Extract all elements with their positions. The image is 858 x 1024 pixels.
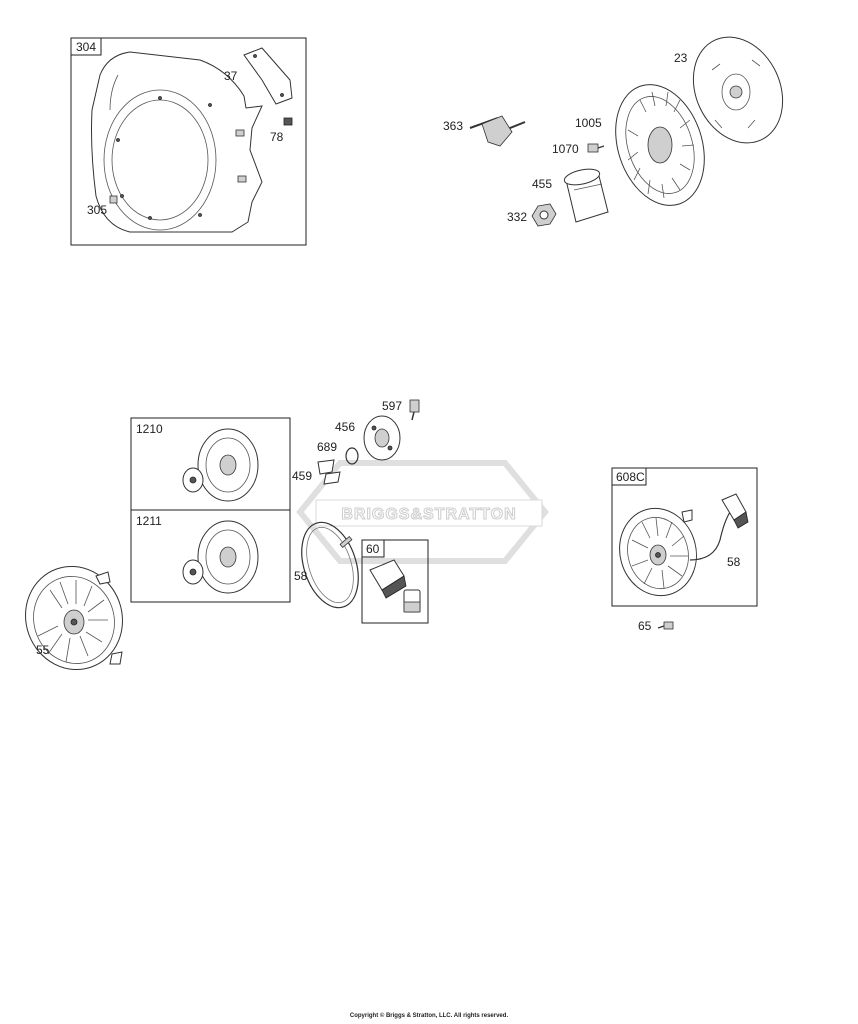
part-55-starter-housing <box>25 565 123 671</box>
part-305-screw <box>109 195 118 204</box>
group-tag-60 <box>361 539 385 558</box>
label-304: 304 <box>76 40 96 54</box>
label-689: 689 <box>317 440 337 454</box>
label-456: 456 <box>335 420 355 434</box>
label-455: 455 <box>532 177 552 191</box>
part-455-cup <box>563 168 609 223</box>
label-597: 597 <box>382 399 402 413</box>
group-starter: 1210 1211 597 <box>25 399 429 671</box>
part-1070-screw <box>587 143 605 153</box>
label-37: 37 <box>224 69 238 83</box>
part-608c-starter-assembly <box>619 493 749 597</box>
group-box-60 <box>361 539 429 624</box>
part-332-nut <box>531 203 557 227</box>
label-332: 332 <box>507 210 527 224</box>
group-box-608c <box>611 467 758 607</box>
part-1210-pulley <box>182 428 259 502</box>
part-60-handle <box>369 559 421 613</box>
label-1210: 1210 <box>136 422 163 436</box>
label-60: 60 <box>366 542 380 556</box>
label-608c: 608C <box>616 470 645 484</box>
part-23-flywheel-back <box>692 36 784 144</box>
blower-housing-part <box>91 51 263 233</box>
part-363-bracket <box>469 115 526 147</box>
group-608c: 608C 58 <box>611 467 758 607</box>
part-459-dog <box>317 459 341 485</box>
part-1005-fan <box>615 84 705 206</box>
label-1005: 1005 <box>575 116 602 130</box>
group-box-304 <box>70 37 307 246</box>
part-597-screw <box>409 399 420 421</box>
label-305: 305 <box>87 203 107 217</box>
label-58-608c: 58 <box>727 555 741 569</box>
label-23: 23 <box>674 51 688 65</box>
part-689-ring <box>345 447 359 465</box>
part-58-rope <box>301 521 359 609</box>
copyright-footer: Copyright © Briggs & Stratton, LLC. All … <box>349 1013 509 1019</box>
label-65: 65 <box>638 619 652 633</box>
label-78: 78 <box>270 130 284 144</box>
group-flywheel: 23 1005 363 1070 455 332 <box>443 36 784 227</box>
label-1211: 1211 <box>136 514 162 528</box>
part-78-screw <box>283 117 293 126</box>
label-55: 55 <box>36 643 50 657</box>
label-58-rope: 58 <box>294 569 308 583</box>
label-1070: 1070 <box>552 142 579 156</box>
watermark-text: BRIGGS&STRATTON <box>341 506 516 523</box>
group-blower-housing: 304 37 78 305 <box>70 37 307 246</box>
group-tag-608c <box>611 467 647 486</box>
label-363: 363 <box>443 119 463 133</box>
group-box-1211 <box>130 509 291 603</box>
part-1211-pulley <box>182 520 259 594</box>
part-65-screw <box>657 621 674 630</box>
part-456-retainer <box>363 415 401 461</box>
part-37-baffle <box>243 47 293 105</box>
brand-watermark: BRIGGS&STRATTON <box>296 460 549 564</box>
label-459: 459 <box>292 469 312 483</box>
group-tag-304 <box>70 37 102 56</box>
